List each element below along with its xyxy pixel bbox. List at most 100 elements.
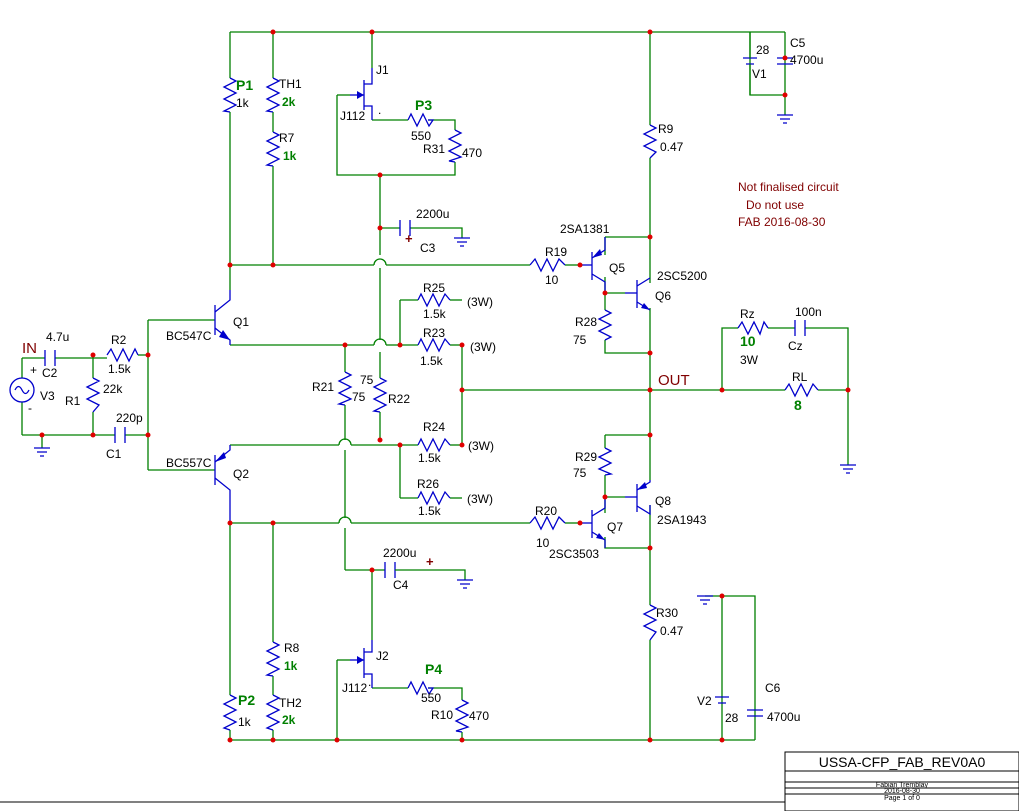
capacitor-c4: + 2200u C4 [383,546,455,592]
q5-type: 2SA1381 [560,222,610,236]
r28-value: 75 [573,333,587,347]
c6-label: C6 [765,681,781,695]
r24-label: R24 [423,420,445,434]
r25-value: 1.5k [423,307,447,321]
r22-value: 75 [360,373,374,387]
r20-label: R20 [535,504,557,518]
r25-label: R25 [423,281,445,295]
r19-value: 10 [545,273,559,287]
p4-label: P4 [425,661,442,677]
cz-value: 100n [795,305,822,319]
title-block-date: 2016-08-30 [884,788,920,795]
thermistor-th1: TH1 2k [264,77,302,113]
resistor-p3: P3 550 [407,97,435,143]
resistor-r2: R2 1.5k [106,333,139,376]
r26-watt: (3W) [467,492,493,506]
resistor-r28: R28 75 [573,309,613,347]
title-block: USSA-CFP_FAB_REV0A0 Fabian Tremblay 2016… [0,751,1019,811]
input-node-label: IN [22,340,37,357]
j2-type: J112 [342,681,367,695]
q7-label: Q7 [607,520,623,534]
r23-value: 1.5k [420,354,444,368]
r30-label: R30 [656,606,678,620]
p2-label: P2 [238,692,255,708]
r1-value: 22k [103,382,123,396]
capacitor-c1: 220p C1 [106,411,143,461]
q8-type: 2SA1943 [657,513,707,527]
resistor-r29: R29 75 [573,447,614,480]
design-notes: Not finalised circuit Do not use FAB 201… [738,180,839,229]
c4-value: 2200u [383,546,416,560]
c6-value: 4700u [767,710,800,724]
r30-value: 0.47 [660,624,684,638]
q2-label: Q2 [233,467,249,481]
note-line-1: Not finalised circuit [738,180,839,194]
r28-label: R28 [575,315,597,329]
title-block-page: Page 1 of 0 [884,795,920,802]
voltage-source-v2: V2 28 [697,694,739,725]
rl-label: RL [792,370,808,384]
th2-value: 2k [282,713,296,727]
q1-type: BC547C [166,329,212,343]
r26-label: R26 [417,477,439,491]
capacitor-c3: + 2200u C3 [399,207,449,255]
c5-value: 4700u [790,53,823,67]
q8-label: Q8 [655,494,671,508]
r1-label: R1 [65,394,81,408]
transistor-q5: Q5 2SA1381 [560,222,625,293]
resistor-r9: R9 0.47 [642,122,684,159]
r24-watt: (3W) [468,439,494,453]
rz-watt: 3W [740,353,759,367]
c1-value: 220p [116,411,143,425]
r26-value: 1.5k [418,504,442,518]
capacitor-c5: C5 4700u [777,36,823,67]
resistor-r21: R21 75 [312,371,366,406]
r21-value: 75 [352,390,366,404]
j2-dot: . [368,675,371,689]
resistor-p1: P1 1k [221,77,253,113]
c4-plus: + [426,554,434,569]
v3-minus: - [28,401,32,415]
r2-label: R2 [111,333,127,347]
r7-label: R7 [279,131,295,145]
jfet-j2: J2 J112 . [342,640,389,695]
c3-plus: + [405,231,413,246]
r19-label: R19 [545,245,567,259]
resistor-r7: R7 1k [264,131,297,167]
r20-value: 10 [536,536,550,550]
ac-source-v3: + - V3 [9,363,55,415]
r31-label: R31 [423,142,445,156]
q5-label: Q5 [609,261,625,275]
r2-value: 1.5k [108,362,132,376]
transistor-q1: Q1 BC547C [166,290,249,345]
r31-value: 470 [462,146,482,160]
p4-value: 550 [421,691,441,705]
c1-label: C1 [106,447,122,461]
rz-label: Rz [740,307,755,321]
resistor-r22: 75 R22 [360,373,410,413]
th1-value: 2k [282,95,296,109]
transistor-q2: Q2 BC557C [166,445,249,523]
j2-label: J2 [376,649,389,663]
q7-type: 2SC3503 [549,547,599,561]
v1-label: V1 [752,67,767,81]
thermistor-th2: TH2 2k [265,694,302,731]
cz-label: Cz [788,339,803,353]
r25-watt: (3W) [467,295,493,309]
resistor-r23: R23 1.5k (3W) [417,326,496,368]
resistor-r26: R26 1.5k (3W) [417,477,493,518]
title-block-title: USSA-CFP_FAB_REV0A0 [819,754,986,770]
output-node-label: OUT [658,372,690,389]
resistor-r25: R25 1.5k (3W) [417,281,493,321]
th2-label: TH2 [279,696,302,710]
p1-label: P1 [236,77,253,93]
r24-value: 1.5k [418,451,442,465]
r9-label: R9 [658,122,674,136]
c4-label: C4 [393,578,409,592]
voltage-source-v1: 28 V1 [743,32,770,95]
j1-type: J112 [340,109,365,123]
r7-value: 1k [283,149,297,163]
resistor-r10: R10 470 [431,699,489,733]
resistor-r19: R19 10 [529,245,567,287]
c3-value: 2200u [416,207,449,221]
